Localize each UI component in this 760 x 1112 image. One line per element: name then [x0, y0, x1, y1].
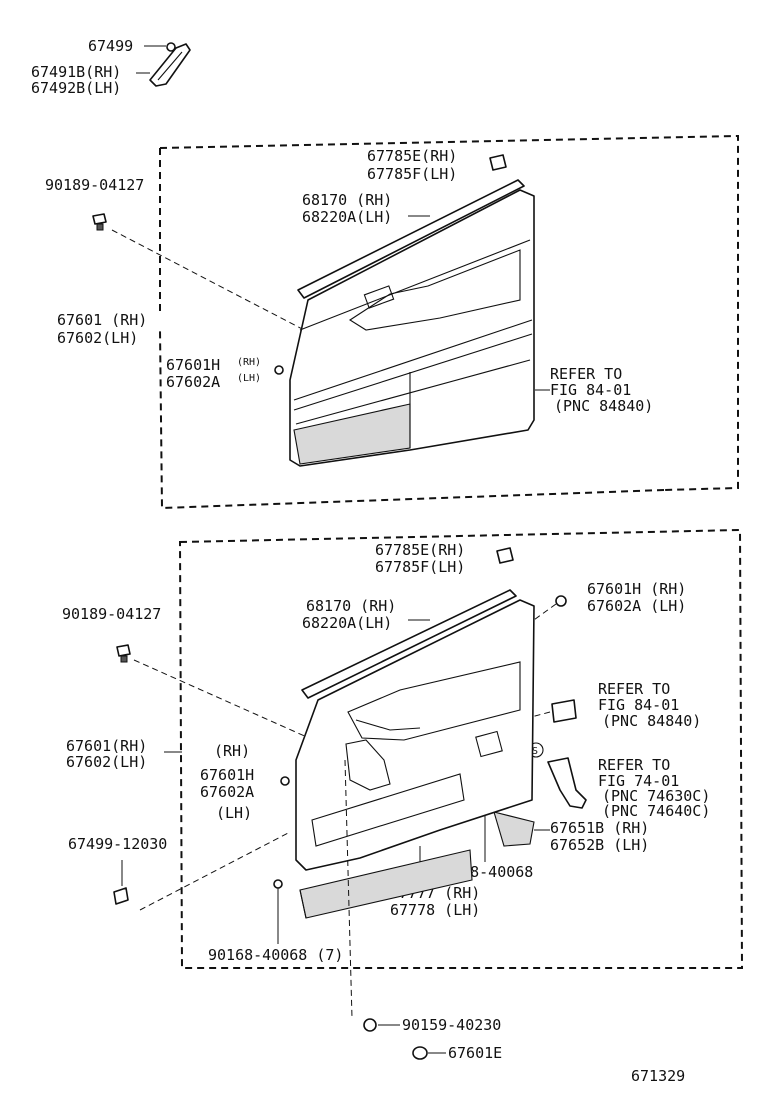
lower-panel-strip: [311, 773, 465, 847]
label-upper-67601: 67601 (RH): [57, 311, 147, 329]
lower-armrest-curve: [355, 719, 421, 731]
label-lower-side-a: 67602A: [200, 783, 254, 801]
label-lower-ref-a2: FIG 84-01: [598, 696, 679, 714]
label-cap: 67601E: [448, 1044, 502, 1062]
label-upper-67602a: 67602A: [166, 373, 220, 391]
label-lower-67601h: 67601H (RH): [587, 580, 686, 598]
label-67492b: 67492B(LH): [31, 79, 121, 97]
lower-frame: [178, 528, 744, 969]
label-upper-67601h: 67601H: [166, 356, 220, 374]
lower-cover-shape: [496, 547, 514, 564]
label-upper-ref-1: REFER TO: [550, 365, 622, 383]
label-lower-67602: 67602(LH): [66, 753, 147, 771]
lower-clip-base: [120, 655, 128, 663]
label-lower-ref-b1: REFER TO: [598, 756, 670, 774]
label-lower-67651b: 67651B (RH): [550, 819, 649, 837]
upper-clip-shape: [92, 213, 107, 225]
upper-clip-base: [96, 223, 104, 231]
bolt-shape: [363, 1018, 377, 1032]
label-upper-67601h-rh: (RH): [237, 357, 261, 368]
label-lower-67785e: 67785E(RH): [375, 541, 465, 559]
upper-panel-line-2: [293, 319, 533, 401]
lower-pocket-end: [299, 889, 307, 919]
label-67491b: 67491B(RH): [31, 63, 121, 81]
label-lower-68170: 68170 (RH): [306, 597, 396, 615]
inside-handle-shape: [547, 757, 587, 809]
label-upper-ref-2: FIG 84-01: [550, 381, 631, 399]
lower-clip-shape: [116, 644, 131, 657]
lower-side-clip-shape: [280, 776, 290, 786]
label-lower-side-lh: (LH): [216, 804, 252, 822]
lower-clip3-shape: [113, 887, 129, 905]
bottom-bolt-dash: [344, 759, 353, 1019]
label-lower-ref-b4: (PNC 74640C): [602, 802, 710, 820]
label-lower-67499: 67499-12030: [68, 835, 167, 853]
top-clip-group: 67499 67491B(RH) 67492B(LH): [31, 37, 191, 97]
upper-weatherstrip: [297, 179, 525, 299]
lower-door-panel: [295, 599, 535, 871]
label-lower-side-h: 67601H: [200, 766, 254, 784]
label-lower-side-rh: (RH): [214, 742, 250, 760]
label-upper-67785f: 67785F(LH): [367, 165, 457, 183]
label-lower-68220a: 68220A(LH): [302, 614, 392, 632]
label-upper-68170: 68170 (RH): [302, 191, 392, 209]
label-upper-clip: 90189-04127: [45, 176, 144, 194]
label-bolt: 90159-40230: [402, 1016, 501, 1034]
upper-handle: [363, 285, 395, 309]
label-lower-67601: 67601(RH): [66, 737, 147, 755]
upper-sub-clip-shape: [274, 365, 284, 375]
lower-assembly: 67785E(RH) 67785F(LH) 90189-04127 68170 …: [62, 528, 744, 969]
upper-panel-line-4: [295, 359, 531, 425]
lower-clip2-dash: [519, 603, 557, 631]
lower-armrest-upper: [347, 661, 521, 741]
label-lower-ref-b2: FIG 74-01: [598, 772, 679, 790]
label-lower-67778: 67778 (LH): [390, 901, 480, 919]
label-upper-68220a: 68220A(LH): [302, 208, 392, 226]
upper-frame: [159, 134, 739, 510]
label-lower-67785f: 67785F(LH): [375, 558, 465, 576]
clip-67499-shape: [166, 42, 176, 52]
upper-panel-line-1: [299, 239, 531, 331]
speaker-grille-shape: [493, 811, 535, 847]
label-lower-clip: 90189-04127: [62, 605, 161, 623]
figure-number: 671329: [631, 1067, 685, 1085]
lower-clip-dash: [133, 659, 319, 743]
label-upper-67602a-lh: (LH): [237, 373, 261, 384]
cap-shape: [412, 1046, 428, 1060]
bottom-parts: 90159-40230 67601E: [344, 759, 502, 1062]
label-upper-ref-3: (PNC 84840): [554, 397, 653, 415]
label-upper-67602: 67602(LH): [57, 329, 138, 347]
label-lower-ref-b3: (PNC 74630C): [602, 787, 710, 805]
upper-armrest: [348, 249, 521, 331]
lower-switch-shape: [551, 699, 577, 723]
upper-panel-line-3: [293, 333, 533, 411]
lower-screw7-shape: [273, 879, 283, 889]
label-lower-67602a: 67602A (LH): [587, 597, 686, 615]
upper-door-panel: [289, 189, 535, 467]
upper-assembly: 67785E(RH) 67785F(LH) 90189-04127 68170 …: [45, 134, 739, 510]
label-lower-ref-a1: REFER TO: [598, 680, 670, 698]
label-upper-67785e: 67785E(RH): [367, 147, 457, 165]
upper-clip-dash: [111, 229, 309, 333]
lower-armrest-grip: [345, 739, 391, 791]
label-lower-ref-a3: (PNC 84840): [602, 712, 701, 730]
corner-trim-line: [157, 51, 183, 81]
lower-switch-recess: [475, 730, 503, 758]
lower-clip2-shape: [555, 595, 567, 607]
label-lower-67652b: 67652B (LH): [550, 836, 649, 854]
lower-weatherstrip: [301, 589, 517, 699]
label-67499: 67499: [88, 37, 133, 55]
upper-cover-shape: [489, 154, 507, 171]
s-mark: S: [532, 746, 538, 757]
lower-clip3-dash: [139, 831, 291, 911]
label-lower-screw-qty: 90168-40068 (7): [208, 946, 343, 964]
